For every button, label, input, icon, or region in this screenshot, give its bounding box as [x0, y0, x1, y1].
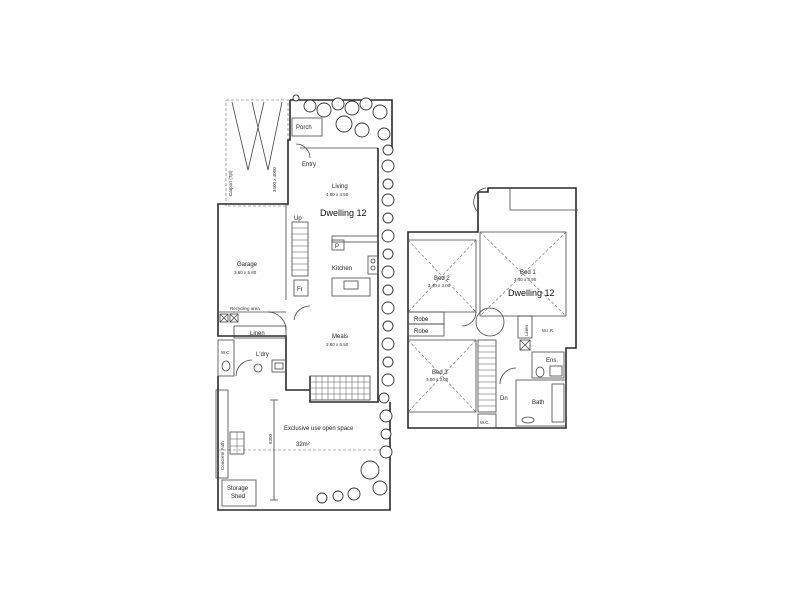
landing-door-swing	[475, 307, 505, 337]
entry-door	[295, 143, 311, 159]
upper-balcony-curve	[473, 187, 487, 213]
ground-linen-label: Linen	[250, 331, 265, 337]
pantry-label: P	[335, 244, 339, 250]
upper-wc: W.C.	[477, 413, 497, 429]
bed3-dims: 3.00 x 3.00	[426, 377, 449, 382]
upper-stairs: Dn	[477, 339, 508, 413]
patio-paving	[309, 375, 371, 401]
stairs-up-label: Up	[294, 216, 302, 222]
bed1-dims: 3.40 x 3.90	[514, 277, 537, 282]
garage-dims: 3.60 x 5.80	[234, 270, 257, 275]
bed2-dims: 3.40 x 3.00	[428, 283, 451, 288]
storage-label: Storage	[227, 486, 249, 492]
fridge-label: Fr	[297, 287, 303, 293]
bed2-door	[461, 311, 477, 327]
garage: Garage 3.60 x 5.80 Recycling area	[218, 204, 287, 331]
ensuite: Ens.	[531, 351, 565, 379]
upper-linen-label: Linen	[524, 324, 529, 336]
bed3-label: Bed 3	[432, 370, 448, 376]
outdoor-label: Exclusive use open space	[284, 426, 354, 432]
robe-label-2: Robe	[414, 329, 429, 335]
meals-dims: 2.80 x 5.50	[326, 342, 349, 347]
bed3: Bed 3 3.00 x 3.00	[407, 339, 477, 413]
living-dims: 4.80 x 4.50	[326, 192, 349, 197]
ground-floor-plan: Carport (Tpl) 3400 x 4000 Porch Entry Li…	[215, 94, 395, 511]
wir-label: W.I.R.	[542, 328, 554, 333]
carport: Carport (Tpl) 3400 x 4000	[225, 99, 289, 207]
bed2: Bed 2 3.40 x 3.00	[407, 239, 477, 313]
bath-label: Bath	[532, 400, 544, 406]
laundry-label: L'dry	[256, 352, 269, 358]
robe-label-1: Robe	[414, 317, 429, 323]
carport-label: Carport (Tpl)	[228, 170, 233, 196]
upper-roof-line	[509, 188, 578, 211]
kitchen: P Kitchen Fr	[293, 235, 379, 297]
shed-label: Shed	[231, 494, 245, 500]
outdoor-area: 32m²	[296, 442, 310, 448]
landscaping	[292, 94, 395, 504]
porch: Porch	[291, 117, 323, 137]
upper-linen	[517, 315, 533, 339]
concrete-path-label: Concrete Path	[220, 441, 225, 470]
upper-dwelling-label: Dwelling 12	[508, 288, 555, 298]
ground-wc-label: W.C.	[221, 350, 231, 355]
living-label: Living	[332, 184, 348, 190]
bed1: Bed 1 3.40 x 3.90 Dwelling 12	[479, 231, 567, 317]
kitchen-label: Kitchen	[332, 266, 352, 272]
upper-floor-plan: Bed 1 3.40 x 3.90 Dwelling 12 Bed 2 3.40…	[407, 187, 578, 429]
upper-floor-outer-wall	[407, 187, 577, 429]
laundry-area: Linen L'dry W.C.	[217, 325, 287, 377]
entry-label: Entry	[302, 162, 316, 168]
wir-fixture	[519, 339, 531, 351]
storage-shed: Storage Shed	[221, 479, 257, 507]
upper-wc-label: W.C.	[480, 420, 490, 425]
robe-bed3	[407, 323, 445, 337]
porch-label: Porch	[296, 125, 312, 131]
dimension-label: 6300	[268, 433, 273, 444]
bed1-label: Bed 1	[520, 270, 536, 276]
bathroom: Bath	[499, 367, 567, 427]
recycling-label: Recycling area	[230, 306, 260, 311]
meals-door	[293, 305, 311, 321]
ensuite-label: Ens.	[546, 358, 558, 364]
stairs-down-label: Dn	[500, 396, 508, 402]
garage-label: Garage	[237, 262, 258, 268]
carport-dims: 3400 x 4000	[272, 167, 277, 192]
ground-dwelling-label: Dwelling 12	[320, 208, 367, 218]
bed2-label: Bed 2	[434, 276, 450, 282]
meals-label: Meals	[332, 334, 348, 340]
ground-stairs: Up	[291, 216, 309, 277]
ground-floor-outer-wall	[217, 99, 393, 403]
